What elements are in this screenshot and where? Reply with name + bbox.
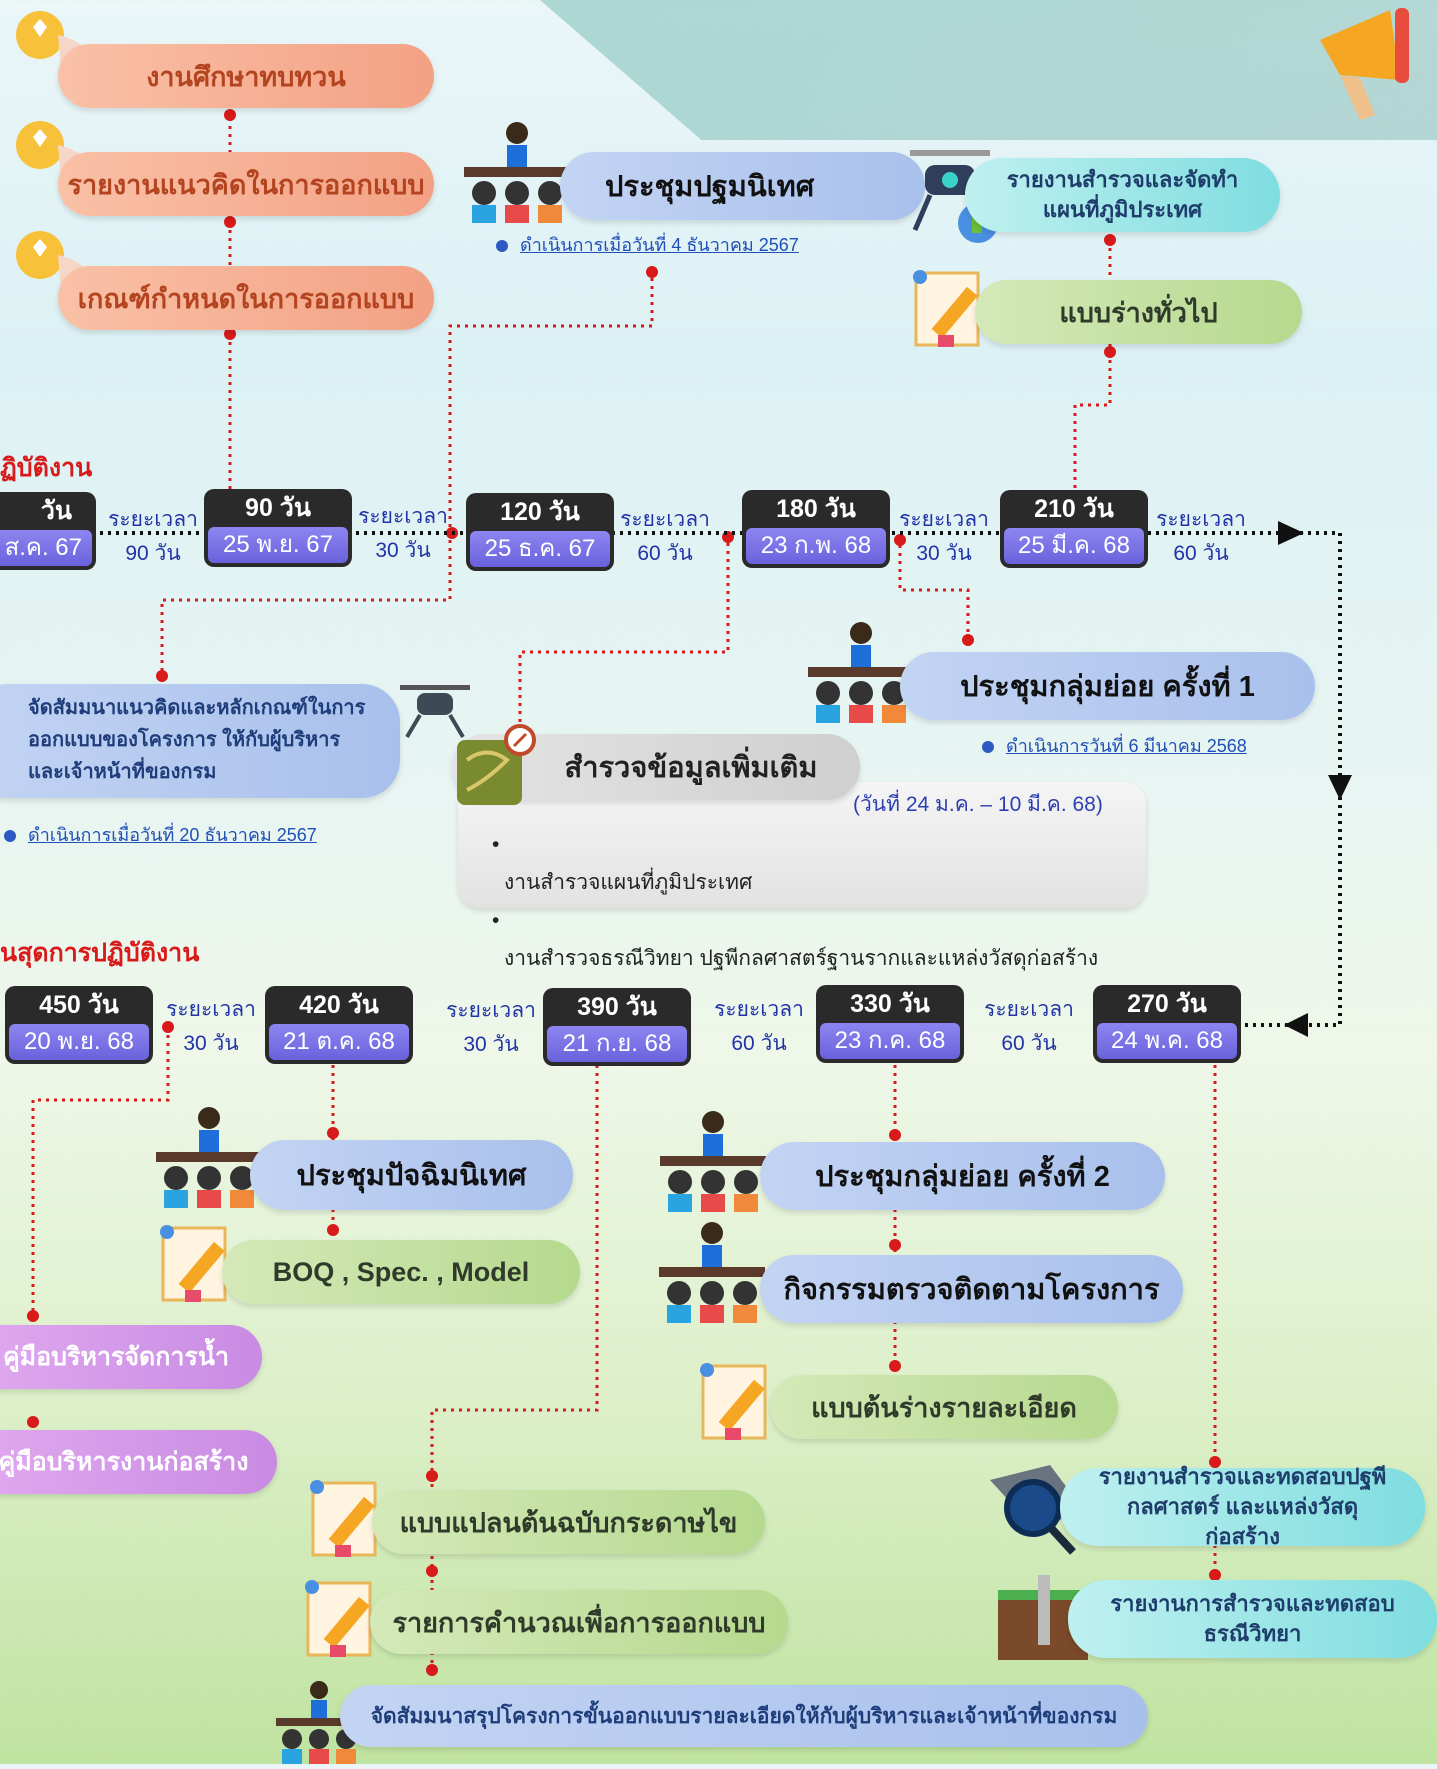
small-group-meeting-1: ประชุมกลุ่มย่อย ครั้งที่ 1 <box>900 652 1315 720</box>
blueprint-pencil-icon <box>155 1220 245 1310</box>
meeting-orientation-note: ดำเนินการเมื่อวันที่ 4 ธันวาคม 2567 <box>496 230 799 259</box>
timeline-box-start: วันส.ค. 67 <box>0 492 96 570</box>
meeting-people-icon <box>274 1675 364 1764</box>
meeting-orientation: ประชุมปฐมนิเทศ <box>560 152 925 220</box>
step-design-concept-report: รายงานแนวคิดในการออกแบบ <box>58 152 434 216</box>
seminar-design-concept: จัดสัมมนาแนวคิดและหลักเกณฑ์ในการออกแบบขอ… <box>0 684 400 798</box>
detail-draft: แบบต้นร่างรายละเอียด <box>770 1375 1118 1439</box>
project-monitoring: กิจกรรมตรวจติดตามโครงการ <box>760 1255 1183 1323</box>
general-draft: แบบร่างทั่วไป <box>975 280 1302 344</box>
blueprint-pencil-icon <box>695 1358 785 1448</box>
blueprint-pencil-icon <box>305 1475 395 1565</box>
step-literature-review: งานศึกษาทบทวน <box>58 44 434 108</box>
design-calculation-list: รายการคำนวณเพื่อการออกแบบ <box>370 1590 788 1654</box>
extra-survey-item: • งานสำรวจธรณีวิทยา ปฐพีกลศาสตร์ฐานรากแล… <box>492 909 1099 970</box>
tracing-paper-plan: แบบแปลนต้นฉบับกระดาษไข <box>372 1490 765 1554</box>
extra-survey-item: • งานสำรวจแผนที่ภูมิประเทศ <box>492 833 753 894</box>
map-compass-icon <box>452 720 542 810</box>
section-label-completion: นสุดการปฏิบัติงาน <box>0 939 200 967</box>
section-label-operation: ฏิบัติงาน <box>0 454 93 482</box>
final-meeting: ประชุมปัจฉิมนิเทศ <box>250 1140 573 1210</box>
blueprint-pencil-icon <box>908 265 998 355</box>
soil-mechanics-report: รายงานสำรวจและทดสอบปฐพี กลศาสตร์ และแหล่… <box>1060 1464 1425 1549</box>
extra-survey-dates: (วันที่ 24 ม.ค. – 10 มี.ค. 68) <box>853 793 1103 816</box>
final-summary-seminar: จัดสัมมนาสรุปโครงการขั้นออกแบบรายละเอียด… <box>340 1685 1148 1747</box>
step-design-criteria: เกณฑ์กำหนดในการออกแบบ <box>58 266 434 330</box>
meeting-people-icon <box>658 1104 768 1214</box>
seminar-design-concept-note: ดำเนินการเมื่อวันที่ 20 ธันวาคม 2567 <box>4 820 317 849</box>
drone-icon <box>395 675 475 745</box>
meeting-people-icon <box>462 115 572 225</box>
small-group-meeting-1-note: ดำเนินการวันที่ 6 มีนาคม 2568 <box>982 731 1247 760</box>
topo-survey-report: รายงานสำรวจและจัดทำ แผนที่ภูมิประเทศ <box>965 158 1280 232</box>
water-management-manual: คู่มือบริหารจัดการน้ำ <box>0 1325 262 1389</box>
small-group-meeting-2: ประชุมกลุ่มย่อย ครั้งที่ 2 <box>760 1142 1165 1210</box>
construction-management-manual: คู่มือบริหารงานก่อสร้าง <box>0 1430 277 1494</box>
megaphone-icon <box>1300 0 1437 130</box>
meeting-people-icon <box>806 615 916 725</box>
meeting-people-icon <box>154 1100 264 1210</box>
extra-survey-items-panel: (วันที่ 24 ม.ค. – 10 มี.ค. 68) • งานสำรว… <box>458 782 1146 970</box>
meeting-people-icon <box>657 1215 767 1325</box>
header-forest-background <box>540 0 1437 140</box>
boq-spec-model: BOQ , Spec. , Model <box>222 1240 580 1304</box>
geology-report: รายงานการสำรวจและทดสอบ ธรณีวิทยา <box>1068 1580 1437 1658</box>
soil-magnifier-icon <box>985 1460 1085 1560</box>
blueprint-pencil-icon <box>300 1575 390 1665</box>
